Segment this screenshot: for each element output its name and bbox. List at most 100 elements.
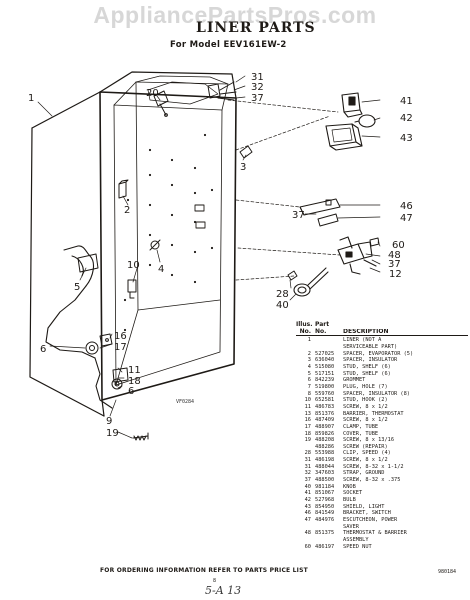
callout-42: 42 — [400, 113, 413, 124]
part-number: 347603 — [315, 470, 335, 477]
part-description: SPACER, EVAPORATOR (5) — [343, 350, 414, 357]
part-number: 851067 — [315, 490, 335, 497]
part-number: 841549 — [315, 510, 335, 517]
part-number: 527025 — [315, 350, 335, 357]
callout-2: 2 — [124, 205, 130, 216]
ordering-footer: FOR ORDERING INFORMATION REFER TO PARTS … — [100, 567, 308, 574]
part-description: SOCKET — [343, 490, 363, 497]
part-illus-no: 4 — [307, 363, 311, 370]
callout-3: 3 — [240, 162, 246, 173]
part-illus-no — [296, 524, 315, 531]
part-number: 486198 — [315, 457, 335, 464]
callout-32: 32 — [251, 82, 264, 93]
knob-part — [293, 267, 329, 297]
part-description: BULB — [343, 497, 356, 504]
callout-43: 43 — [400, 133, 413, 144]
callout-46: 46 — [400, 201, 413, 212]
callout-6a: 6 — [40, 344, 46, 355]
part-illus-no: 31 — [304, 463, 311, 470]
callout-20: 20 — [146, 88, 159, 99]
part-number: 486197 — [315, 543, 335, 550]
callout-9: 9 — [106, 416, 112, 427]
header-description: DESCRIPTION — [343, 328, 389, 335]
callout-47: 47 — [400, 213, 413, 224]
callout-5: 5 — [74, 282, 80, 293]
part-illus-no — [296, 344, 315, 351]
part-illus-no: 37 — [304, 477, 311, 484]
part-number — [315, 524, 343, 531]
part-description: STRAP, GROUND — [343, 470, 385, 477]
part-description: BRACKET, SWITCH — [343, 510, 391, 517]
part-illus-no: 28 — [304, 450, 311, 457]
part-description: SERVICEABLE PART) — [343, 343, 398, 350]
part-number: 484976 — [315, 517, 335, 524]
part-illus-no — [296, 537, 315, 544]
part-illus-no: 19 — [304, 437, 311, 444]
parts-row: SAVER — [296, 524, 468, 531]
part-description: SCREW, 8 x 1/2 — [343, 457, 388, 464]
part-description: LINER (NOT A — [343, 337, 382, 344]
part-number: 859826 — [315, 430, 335, 437]
part-number: 981184 — [315, 483, 335, 490]
part-description: SPACER, INSULATOR (8) — [343, 390, 410, 397]
part-illus-no: 16 — [304, 417, 311, 424]
part-description: PLUG, HOLE (7) — [343, 383, 388, 390]
page-mark: 8 — [213, 578, 217, 584]
page-code: 980184 — [437, 569, 456, 575]
switch-bracket-part — [299, 198, 341, 216]
drawing-code: VF0284 — [176, 399, 194, 405]
part-description: SPACER, INSULATOR — [343, 357, 398, 364]
part-illus-no: 48 — [304, 530, 311, 537]
header-partno: No. — [315, 327, 327, 335]
part-number: 527968 — [315, 497, 335, 504]
callout-40: 40 — [276, 300, 289, 311]
part-number: 488044 — [315, 463, 335, 470]
thermostat-assembly-part — [337, 236, 377, 275]
light-shield-part — [325, 123, 363, 151]
part-illus-no: 47 — [304, 517, 311, 524]
part-description: SCREW, 8-32 x .375 — [343, 477, 401, 484]
part-number: 488286 — [315, 443, 335, 450]
socket-part — [341, 92, 363, 118]
part-number: 553988 — [315, 450, 335, 457]
part-description: SPEED NUT — [343, 543, 372, 550]
screw-19-part — [132, 432, 149, 441]
part-number: 842239 — [315, 377, 335, 384]
refrigerant-tube — [45, 245, 113, 409]
part-description: SAVER — [343, 523, 359, 530]
part-description: COVER, TUBE — [343, 430, 379, 437]
part-description: BARRIER, THERMOSTAT — [343, 410, 404, 417]
callout-19: 19 — [106, 428, 119, 439]
hook-stud-part — [127, 279, 137, 299]
escutcheon-part — [317, 213, 339, 227]
shelf-stud-part — [149, 239, 161, 251]
part-description: THERMOSTAT & BARRIER — [343, 530, 407, 537]
callout-1: 1 — [28, 93, 34, 104]
part-number: 854950 — [315, 503, 335, 510]
handwritten-note: 5-A 13 — [205, 584, 242, 597]
cover-tube-part — [112, 367, 129, 383]
header-no: No. — [299, 327, 311, 335]
part-description: STUD, SHELF (6) — [343, 363, 391, 370]
speed-clip-part — [287, 270, 298, 281]
part-illus-no: 6 — [307, 377, 311, 384]
header-illus: Illus. — [296, 321, 313, 328]
part-number: 517151 — [315, 370, 335, 377]
callout-60: 60 — [392, 240, 405, 251]
part-illus-no: 40 — [304, 483, 311, 490]
part-number: 519800 — [315, 383, 335, 390]
callout-10: 10 — [127, 260, 140, 271]
callout-11: 11 — [128, 365, 141, 376]
parts-row: ASSEMBLY — [296, 537, 468, 544]
